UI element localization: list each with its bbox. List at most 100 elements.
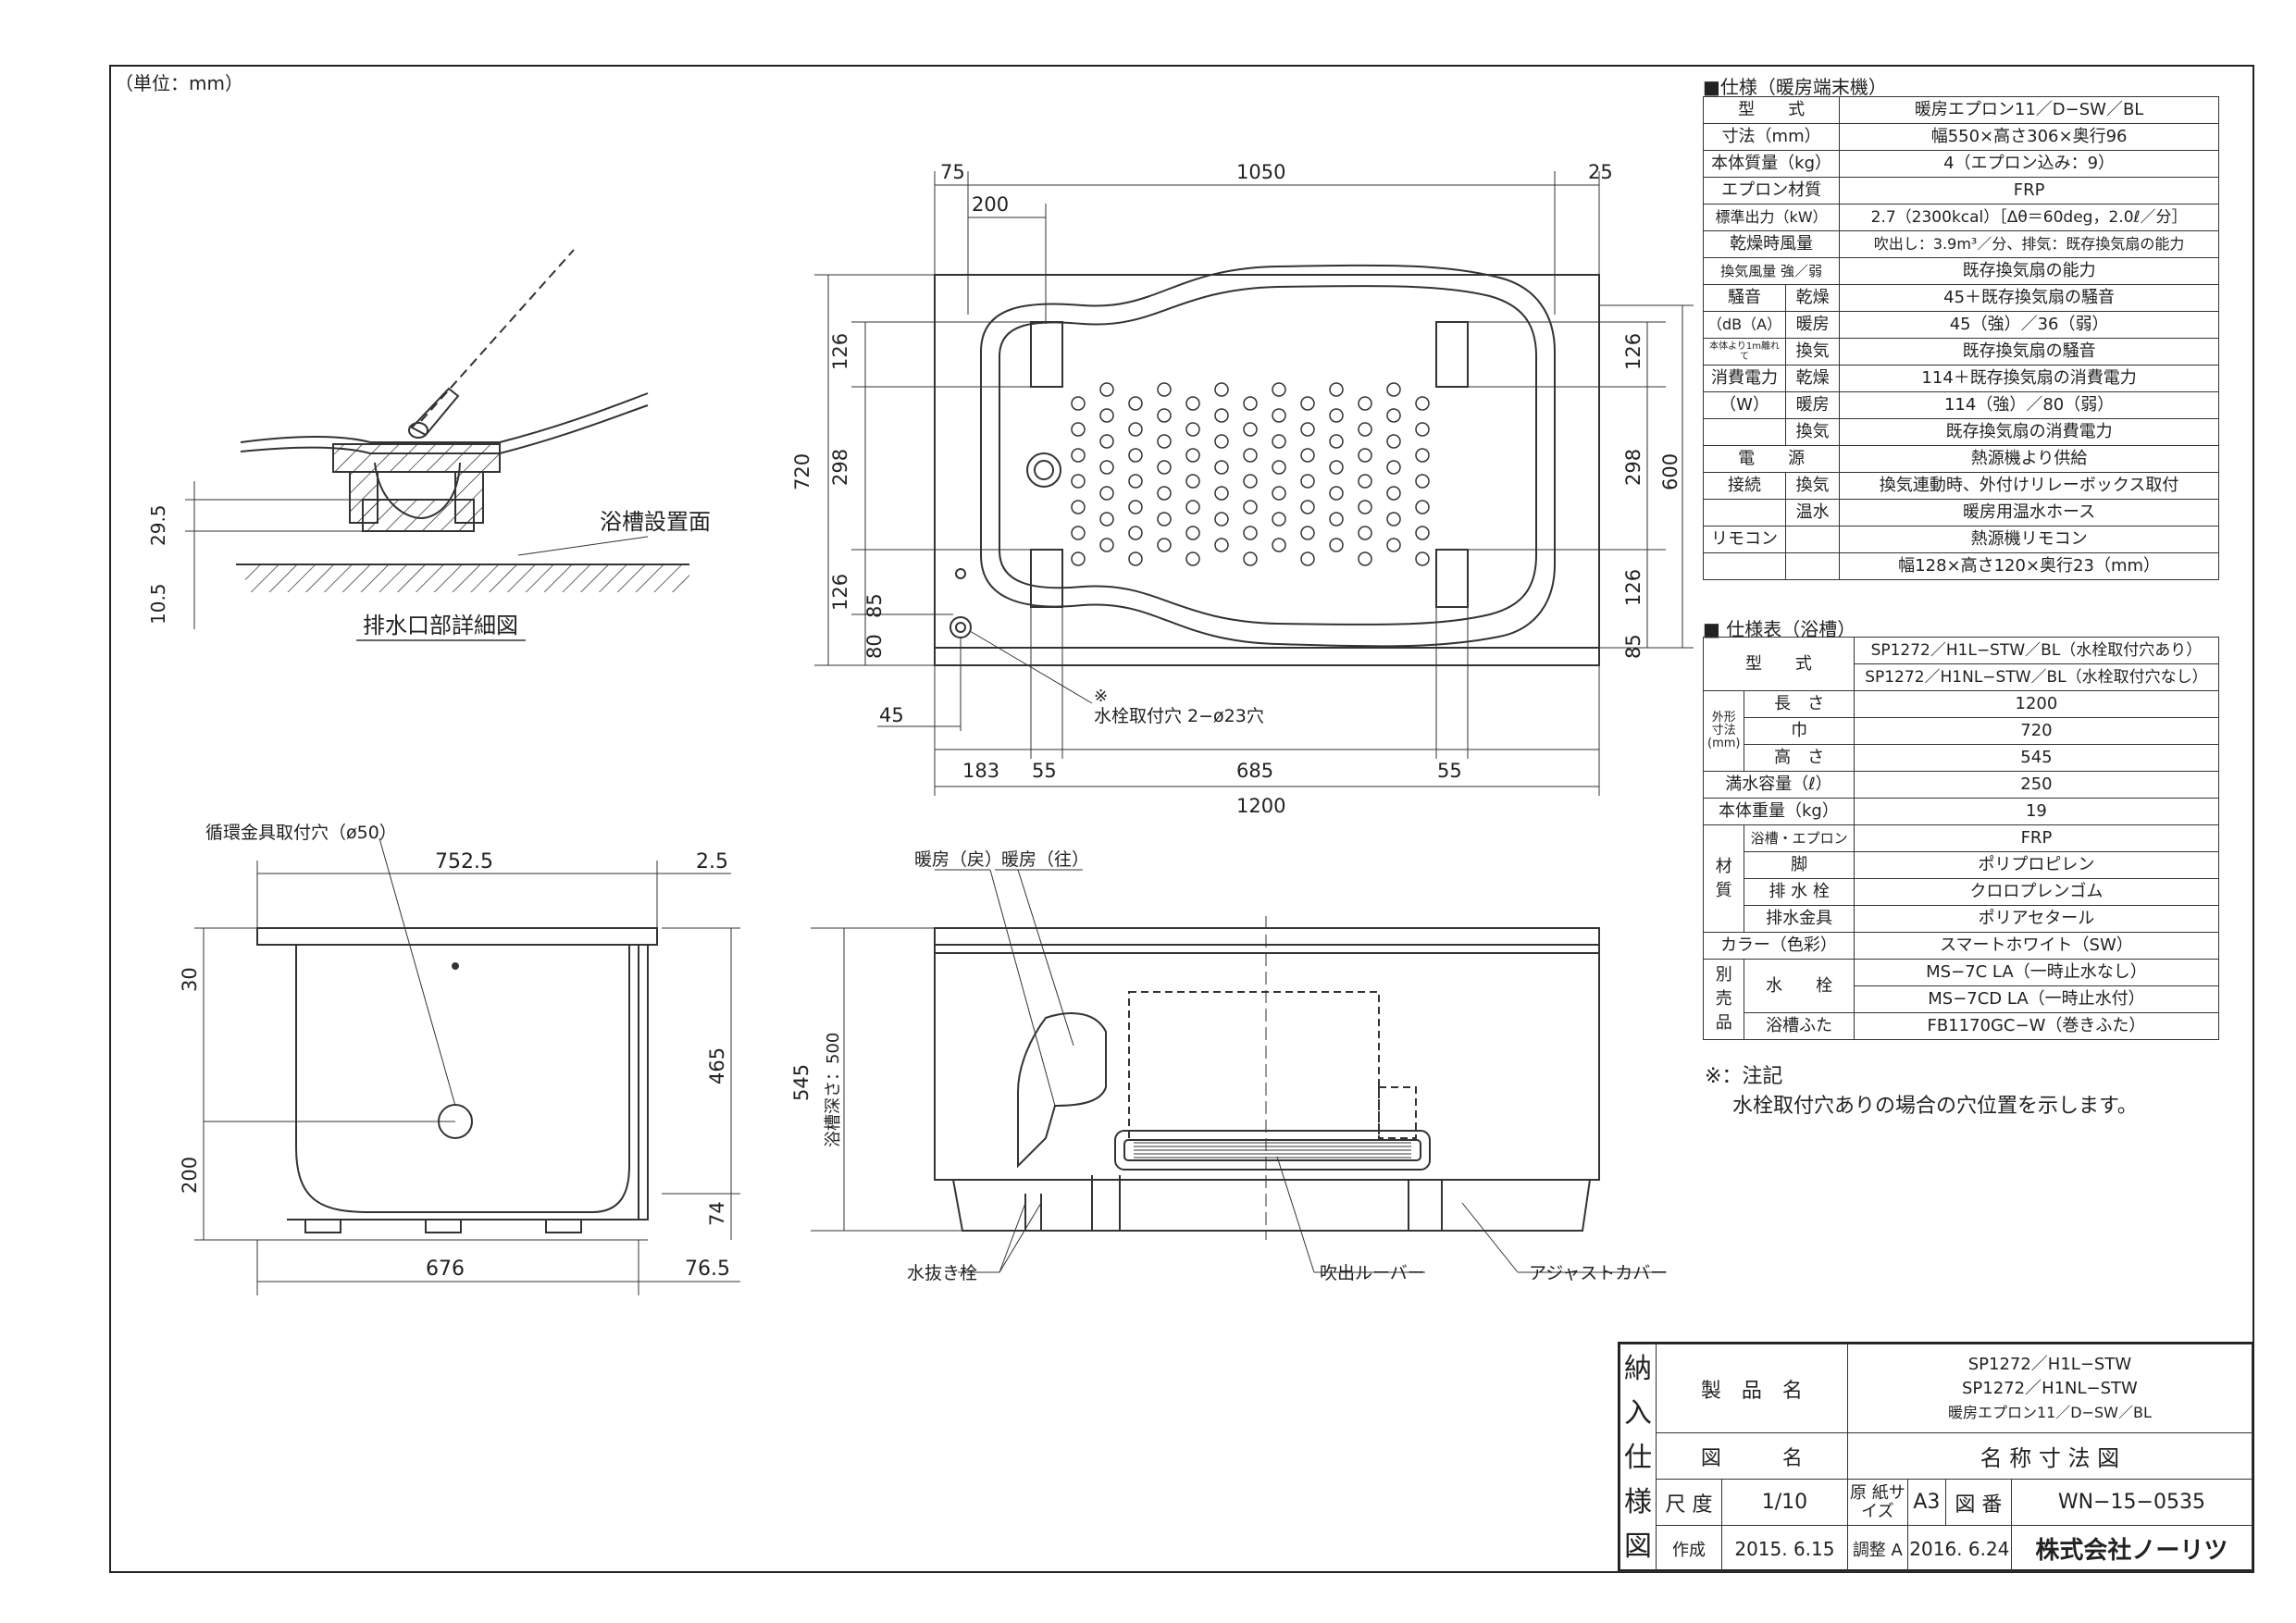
dimple (1099, 512, 1114, 527)
dim-76-5: 76.5 (685, 1258, 730, 1281)
louver-slats (1134, 1142, 1411, 1158)
dim-55-left: 55 (1032, 760, 1057, 782)
table-row: 排水金具ポリアセタール (1704, 905, 2220, 933)
dimple (1185, 500, 1200, 514)
dimple (1157, 382, 1172, 397)
dimple (1329, 434, 1344, 449)
dimple (1185, 422, 1200, 437)
heater-spec-table: 型 式暖房エプロン11／D−SW／BL 寸法（mm）幅550×高さ306×奥行9… (1702, 96, 2219, 580)
dimple (1272, 538, 1286, 552)
dim-126-right-bottom: 126 (1622, 569, 1644, 606)
dimple (1415, 526, 1430, 540)
dimple (1099, 538, 1114, 552)
dimple (1099, 434, 1114, 449)
dimple (1272, 434, 1286, 449)
dimple (1214, 408, 1229, 423)
dimple (1157, 538, 1172, 552)
side-dimensions (194, 837, 740, 1295)
dimple (1157, 434, 1172, 449)
dimple (1071, 551, 1086, 566)
dimple (1415, 422, 1430, 437)
dimple (1300, 474, 1315, 489)
dimple (1386, 382, 1401, 397)
dimple (1128, 396, 1143, 411)
dim-752-5: 752.5 (435, 850, 493, 873)
dimple (1300, 396, 1315, 411)
unit-label: （単位：mm） (115, 72, 243, 94)
dim-720: 720 (791, 453, 813, 490)
dimple (1214, 434, 1229, 449)
dimple (1358, 448, 1372, 463)
dimple (1300, 526, 1315, 540)
tub-depth-label: 浴槽深さ：500 (824, 1033, 843, 1147)
table-row: 排 水 栓クロロプレンゴム (1704, 878, 2220, 906)
dim-2-5: 2.5 (696, 850, 728, 873)
dim-45: 45 (879, 704, 904, 726)
dimple (1386, 538, 1401, 552)
dimple (1358, 551, 1372, 566)
dimple (1358, 474, 1372, 489)
dim-29-5: 29.5 (147, 504, 169, 546)
dimple (1071, 396, 1086, 411)
dimple-pattern (1071, 382, 1430, 566)
dimple (1300, 448, 1315, 463)
install-surface-label: 浴槽設置面 (600, 509, 711, 535)
plan-view (934, 264, 1600, 666)
circ-hole-label: 循環金具取付穴（ø50） (205, 823, 397, 843)
dimple (1300, 551, 1315, 566)
dim-465: 465 (706, 1047, 728, 1084)
dim-298-right: 298 (1622, 449, 1644, 486)
dimple (1329, 408, 1344, 423)
dimple (1157, 512, 1172, 527)
dimple (1157, 486, 1172, 501)
company-logo: 株式会社ノーリツ (2010, 1525, 2253, 1572)
dim-85-right: 85 (1622, 634, 1644, 659)
table-row: MS−7CD LA（一時止水付） (1704, 985, 2220, 1013)
dimple (1415, 396, 1430, 411)
dim-85-left: 85 (863, 593, 886, 618)
dim-74: 74 (706, 1201, 728, 1226)
plan-dimensions (814, 171, 1694, 796)
dimple (1358, 422, 1372, 437)
table-row: 本体重量（kg）19 (1703, 798, 2220, 825)
table-row: 満水容量（ℓ）250 (1703, 771, 2220, 799)
louver-label: 吹出ルーバー (1320, 1263, 1425, 1283)
dimple (1099, 382, 1114, 397)
dimple (1329, 486, 1344, 501)
dim-1050: 1050 (1236, 161, 1285, 183)
title-block-side: 納 入 仕 様 図 (1620, 1344, 1657, 1572)
adjust-cover-label: アジャストカバー (1529, 1263, 1668, 1283)
table-row: 寸法（mm）幅550×高さ306×奥行96 (1702, 123, 2219, 151)
dimple (1185, 526, 1200, 540)
dimple (1300, 500, 1315, 514)
dimple (1386, 460, 1401, 475)
drain-detail-caption: 排水口部詳細図 (363, 613, 518, 638)
dim-25: 25 (1588, 161, 1613, 183)
dimple (1272, 460, 1286, 475)
hole-note: 水栓取付穴 2−ø23穴 (1094, 706, 1264, 726)
dim-10-5: 10.5 (147, 583, 169, 625)
dimple (1185, 396, 1200, 411)
dimple (1329, 382, 1344, 397)
dim-183: 183 (962, 760, 999, 782)
dimple (1185, 551, 1200, 566)
dimple (1157, 408, 1172, 423)
dimple (1128, 422, 1143, 437)
heating-return-label: 暖房（戻） (914, 849, 1002, 870)
dimple (1214, 512, 1229, 527)
dimple (1071, 500, 1086, 514)
dimple (1329, 538, 1344, 552)
dimple (1243, 422, 1258, 437)
side-view (256, 927, 658, 1233)
